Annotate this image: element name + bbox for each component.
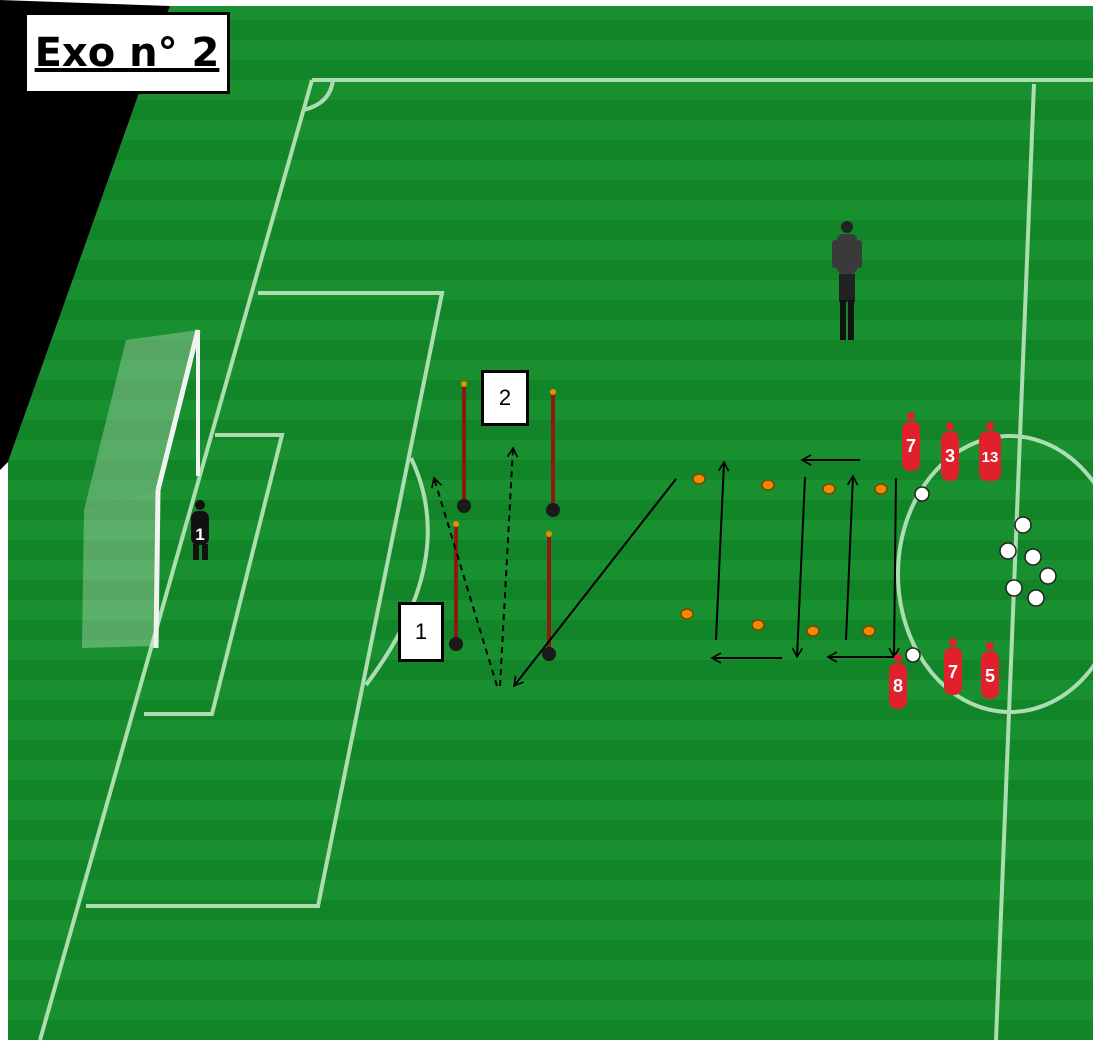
ball-icon [1006,580,1022,596]
player-number: 3 [945,446,955,466]
station-label-2: 2 [481,370,529,426]
player-number: 8 [893,676,903,696]
cone-icon [681,609,693,619]
ball-icon [1040,568,1056,584]
cone-icon [823,484,835,494]
player-number: 7 [906,436,916,456]
pitch-surface [8,6,1093,1040]
ball-icon [1028,590,1044,606]
goalkeeper-number: 1 [195,525,204,544]
player-number: 13 [982,449,999,466]
cone-icon [807,626,819,636]
ball-icon [906,648,920,662]
cone-icon [693,474,705,484]
cone-icon [875,484,887,494]
cone-icon [863,626,875,636]
player-number: 7 [948,662,958,682]
ball-icon [1015,517,1031,533]
ball-icon [1025,549,1041,565]
player-number: 5 [985,666,995,686]
ball-icon [915,487,929,501]
ball-icon [1000,543,1016,559]
station-label-1: 1 [398,602,444,662]
cone-icon [762,480,774,490]
cone-icon [752,620,764,630]
exercise-title: Exo n° 2 [24,12,230,94]
